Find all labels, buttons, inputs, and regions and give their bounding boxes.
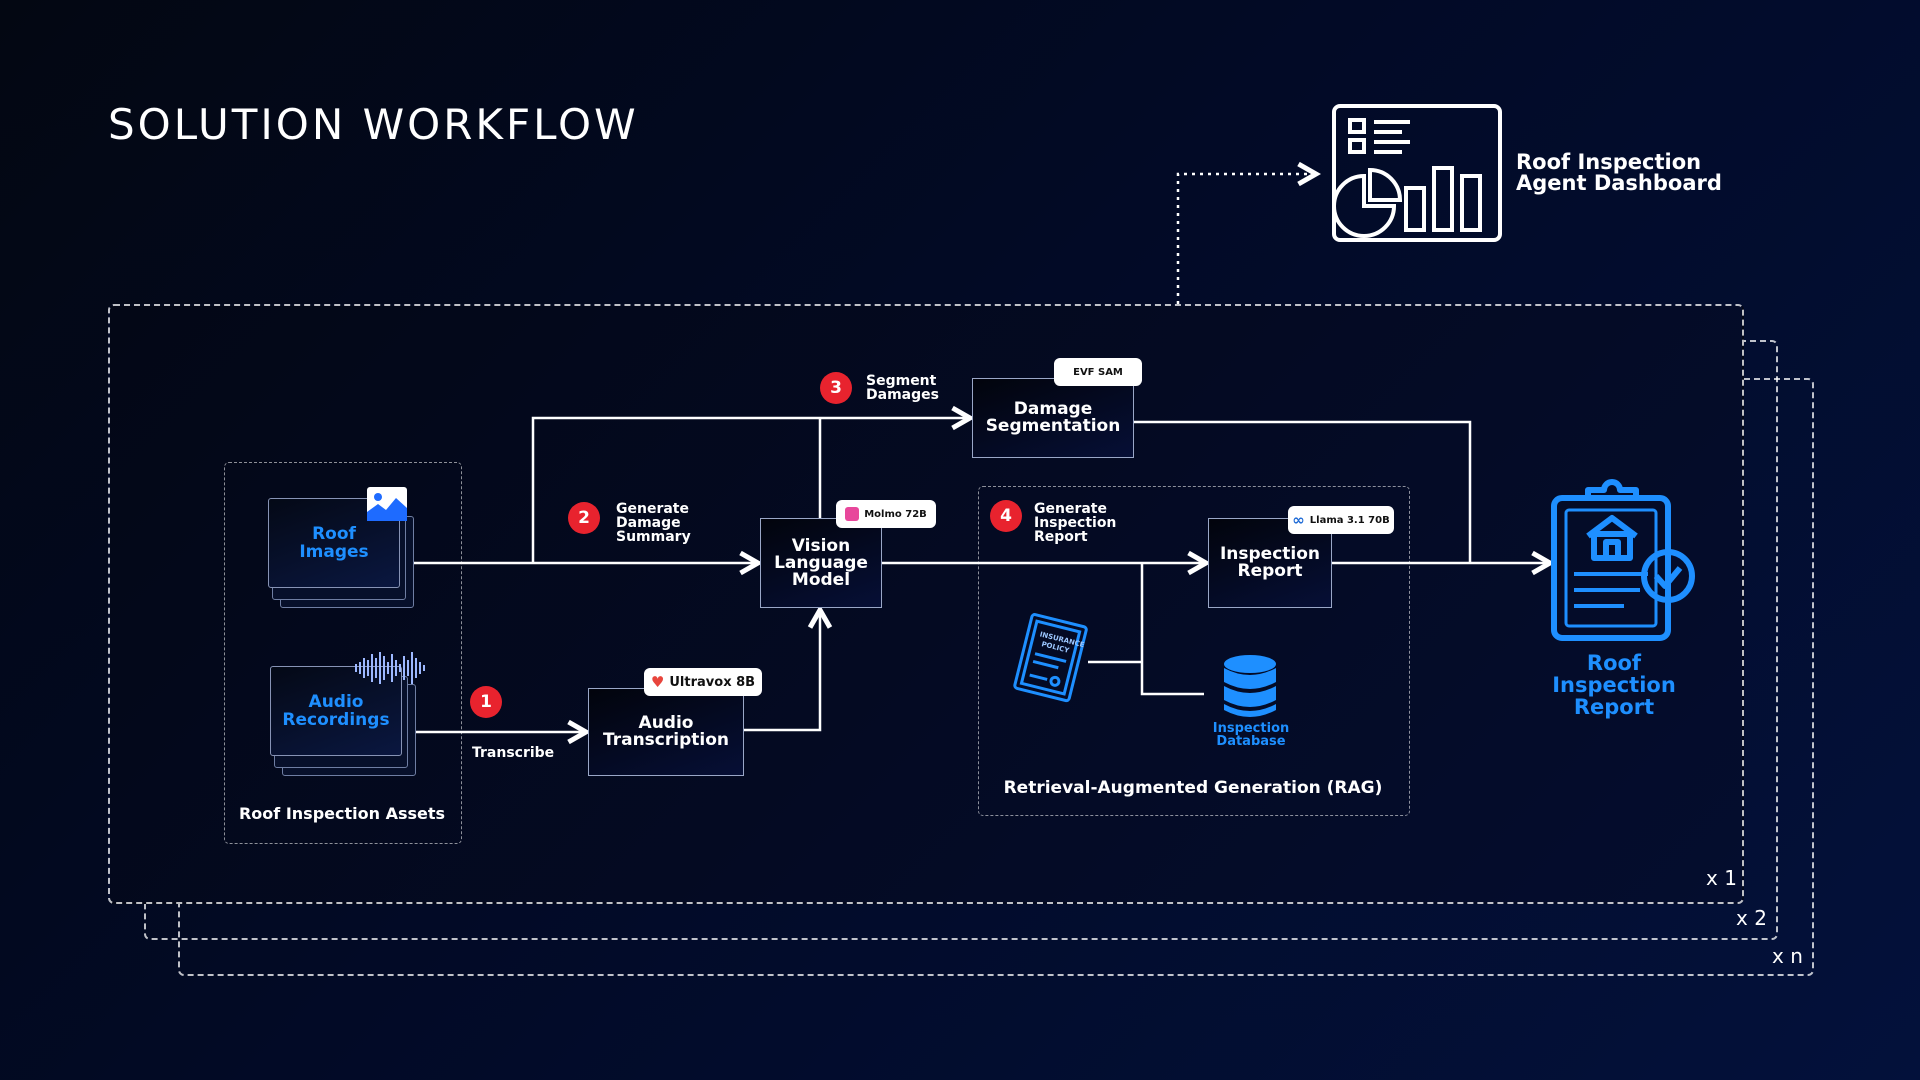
- damage-segmentation-node: Damage Segmentation: [972, 378, 1134, 458]
- dashboard-label-line1: Roof Inspection: [1516, 150, 1702, 174]
- step-3-line2: Damages: [866, 387, 939, 403]
- insurance-policy-icon: INSURANCE POLICY: [1013, 613, 1088, 703]
- step-2-label: Generate Damage Summary: [616, 502, 691, 544]
- step-4-line1: Generate: [1034, 501, 1107, 517]
- database-icon: [1224, 655, 1276, 717]
- output-line3: Report: [1573, 695, 1655, 719]
- vision-language-model-node: Vision Language Model: [760, 518, 882, 608]
- step-3-badge: 3: [820, 372, 852, 404]
- roof-images-line2: Images: [299, 542, 369, 562]
- ultravox-model-label: Ultravox 8B: [669, 674, 756, 690]
- step-2-line1: Generate: [616, 501, 689, 517]
- audio-recordings-line1: Audio: [308, 692, 364, 712]
- stack-label-1: x 1: [1706, 866, 1737, 890]
- step-1-label: Transcribe: [472, 745, 555, 761]
- molmo-model-pill: Molmo 72B: [836, 500, 936, 528]
- audio-transcription-line1: Audio: [638, 713, 694, 733]
- step-4-line2: Inspection: [1034, 515, 1117, 531]
- db-line1: Inspection: [1212, 721, 1290, 736]
- page-title: SOLUTION WORKFLOW: [108, 100, 639, 149]
- output-report-label: Roof Inspection Report: [1530, 652, 1698, 718]
- vlm-line2: Language: [774, 552, 868, 573]
- dashboard-label: Roof Inspection Agent Dashboard: [1516, 152, 1722, 194]
- step-3-line1: Segment: [866, 373, 937, 389]
- clipboard-report-icon: [1551, 479, 1695, 641]
- rag-label: Retrieval-Augmented Generation (RAG): [1003, 778, 1383, 798]
- vlm-line1: Vision: [791, 535, 851, 556]
- step-4-label: Generate Inspection Report: [1034, 502, 1116, 544]
- step-2-line3: Summary: [616, 529, 691, 545]
- llama-model-label: Llama 3.1 70B: [1309, 514, 1390, 526]
- damage-seg-line2: Segmentation: [985, 416, 1121, 436]
- damage-seg-line1: Damage: [1013, 399, 1093, 419]
- audio-recordings-line2: Recordings: [282, 710, 390, 730]
- rag-group: [978, 486, 1410, 816]
- step-1-badge: 1: [470, 686, 502, 718]
- output-line2: Inspection: [1552, 673, 1676, 697]
- stack-label-n: x n: [1772, 944, 1803, 968]
- step-2-line2: Damage: [616, 515, 681, 531]
- inspection-database-label: Inspection Database: [1190, 722, 1312, 748]
- roof-images-line1: Roof: [312, 524, 356, 544]
- audio-transcription-node: Audio Transcription: [588, 688, 744, 776]
- output-line1: Roof: [1586, 651, 1642, 675]
- audio-transcription-line2: Transcription: [603, 730, 729, 750]
- inspection-report-line1: Inspection: [1219, 544, 1321, 564]
- evf-sam-model-pill: EVF SAM: [1054, 358, 1142, 386]
- ultravox-model-pill: ♥ Ultravox 8B: [644, 668, 762, 696]
- vlm-line3: Model: [791, 569, 851, 590]
- ultravox-icon: ♥: [650, 673, 665, 691]
- step-4-line3: Report: [1034, 529, 1088, 545]
- molmo-model-label: Molmo 72B: [864, 508, 927, 520]
- dashboard-label-line2: Agent Dashboard: [1516, 171, 1722, 195]
- inspection-report-line2: Report: [1237, 561, 1303, 581]
- dashboard-icon: [1332, 104, 1502, 242]
- evf-sam-model-label: EVF SAM: [1073, 366, 1123, 378]
- image-icon: [367, 487, 407, 521]
- step-2-badge: 2: [568, 502, 600, 534]
- assets-group: [224, 462, 462, 844]
- assets-group-label: Roof Inspection Assets: [238, 804, 446, 823]
- waveform-icon: [355, 652, 425, 684]
- stack-label-2: x 2: [1736, 906, 1767, 930]
- step-3-label: Segment Damages: [866, 374, 939, 402]
- db-line2: Database: [1216, 734, 1286, 749]
- llama-model-pill: ∞ Llama 3.1 70B: [1288, 506, 1394, 534]
- molmo-icon: [845, 507, 860, 521]
- meta-icon: ∞: [1292, 511, 1305, 529]
- inspection-report-node: Inspection Report: [1208, 518, 1332, 608]
- step-4-badge: 4: [990, 500, 1022, 532]
